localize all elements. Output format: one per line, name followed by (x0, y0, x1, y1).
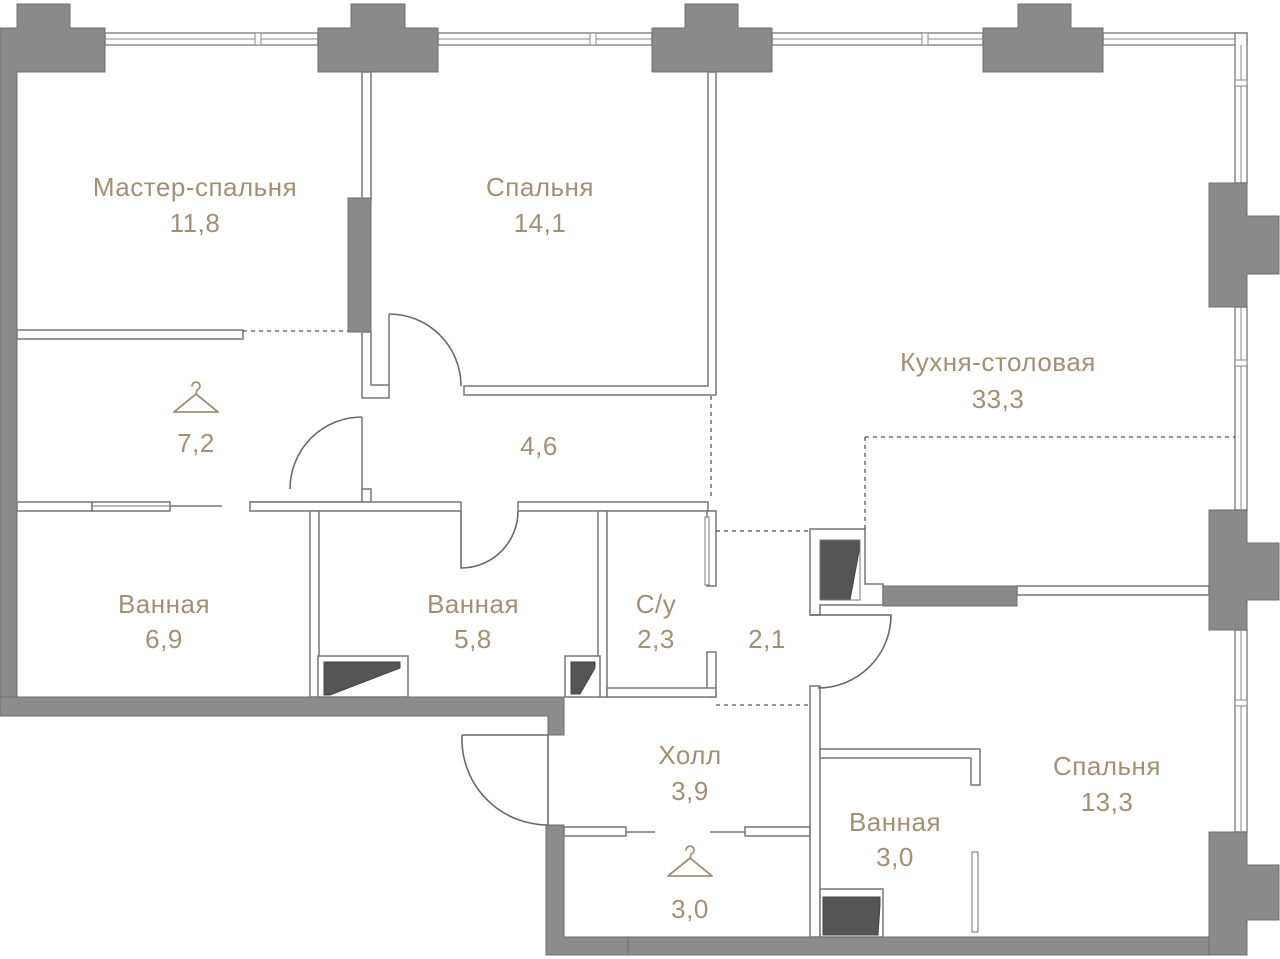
room-area-hall: 3,9 (671, 776, 709, 806)
exterior-walls (0, 696, 1210, 956)
room-area-hallway-small: 2,1 (748, 624, 786, 654)
room-area-bathroom-1: 6,9 (145, 624, 183, 654)
room-name-bedroom-1: Спальня (486, 172, 594, 202)
room-area-wardrobe-1: 7,2 (177, 428, 215, 458)
room-name-wc: С/у (636, 589, 677, 619)
utility-shafts (323, 539, 881, 936)
room-name-hall: Холл (658, 740, 721, 770)
room-area-kitchen-dining: 33,3 (972, 384, 1025, 414)
room-name-bathroom-3: Ванная (849, 807, 941, 837)
windows-right (1234, 32, 1248, 833)
room-area-bathroom-3: 3,0 (876, 842, 914, 872)
room-area-master-bedroom: 11,8 (170, 208, 221, 238)
room-name-bathroom-1: Ванная (118, 589, 210, 619)
zone-boundaries (243, 330, 1235, 706)
room-area-bedroom-1: 14,1 (514, 208, 567, 238)
room-area-bathroom-2: 5,8 (454, 624, 492, 654)
room-area-wardrobe-2: 3,0 (671, 894, 709, 924)
door-swings (289, 313, 892, 826)
hanger-icon (667, 845, 713, 877)
room-area-wc: 2,3 (637, 624, 675, 654)
room-area-corridor: 4,6 (520, 431, 558, 461)
room-name-master-bedroom: Мастер-спальня (93, 172, 297, 202)
room-name-bathroom-2: Ванная (427, 589, 519, 619)
room-area-bedroom-2: 13,3 (1081, 787, 1134, 817)
structural-piers (0, 3, 1280, 956)
room-name-bedroom-2: Спальня (1053, 751, 1161, 781)
hanger-icon (173, 381, 219, 413)
room-name-kitchen-dining: Кухня-столовая (900, 347, 1096, 377)
